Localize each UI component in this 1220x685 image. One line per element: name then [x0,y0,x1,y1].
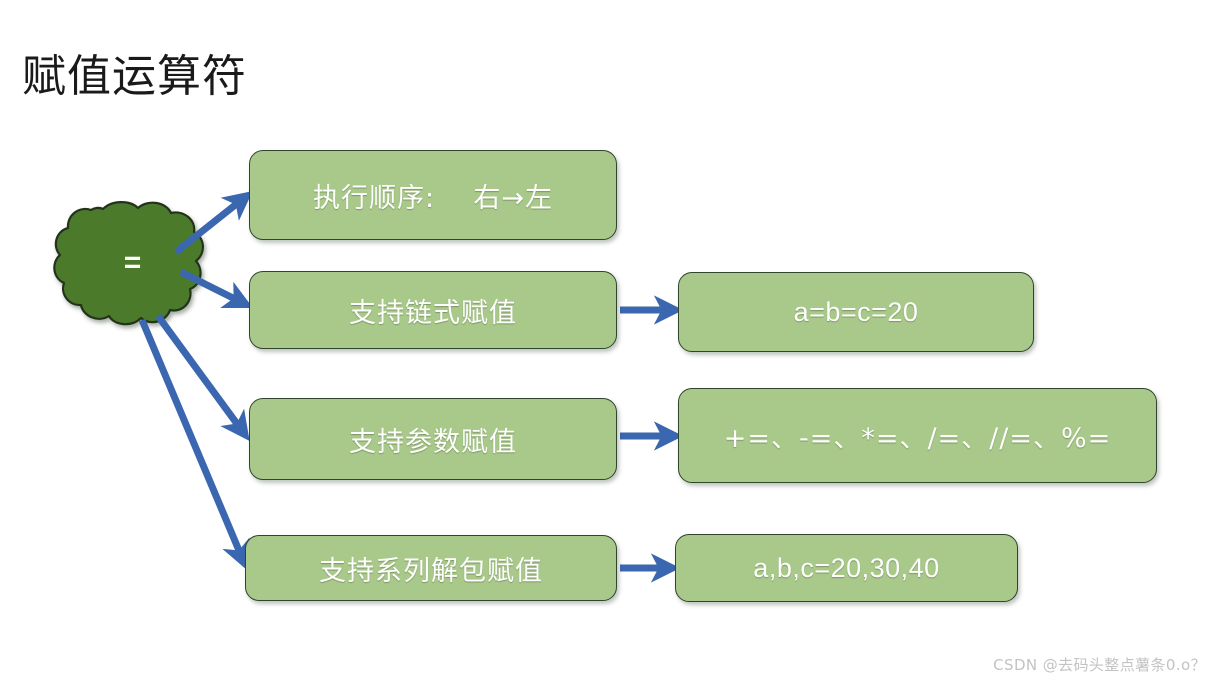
node-chain-assign[interactable]: 支持链式赋值 [249,271,617,349]
page-title: 赋值运算符 [22,52,247,101]
node-unpack-assign[interactable]: 支持系列解包赋值 [245,535,617,601]
node-exec-order[interactable]: 执行顺序: 右→左 [249,150,617,240]
node-unpack-assign-detail[interactable]: a,b,c=20,30,40 [675,534,1018,602]
equals-cloud-shape[interactable] [53,201,204,326]
equals-cloud-label: = [123,246,142,279]
csdn-watermark: CSDN @去码头整点薯条0.o？ [993,656,1206,674]
arrow-cloud-to-exec-order [173,191,253,255]
node-exec-order-label: 执行顺序: 右→左 [312,182,554,214]
node-chain-assign-detail[interactable]: a=b=c=20 [678,272,1034,352]
node-unpack-assign-detail-label: a,b,c=20,30,40 [753,552,940,583]
arrow-cloud-to-param [155,313,250,442]
arrow-cloud-to-unpack [138,318,250,571]
node-param-assign[interactable]: 支持参数赋值 [249,398,617,480]
node-chain-assign-label: 支持链式赋值 [349,297,517,329]
node-param-assign-detail-label: +=、-=、*=、/=、//=、%= [723,423,1112,454]
node-unpack-assign-label: 支持系列解包赋值 [319,555,543,587]
node-param-assign-detail[interactable]: +=、-=、*=、/=、//=、%= [678,388,1157,483]
node-chain-assign-detail-label: a=b=c=20 [793,296,919,327]
arrow-cloud-to-chain [179,268,254,309]
node-param-assign-label: 支持参数赋值 [349,426,517,458]
